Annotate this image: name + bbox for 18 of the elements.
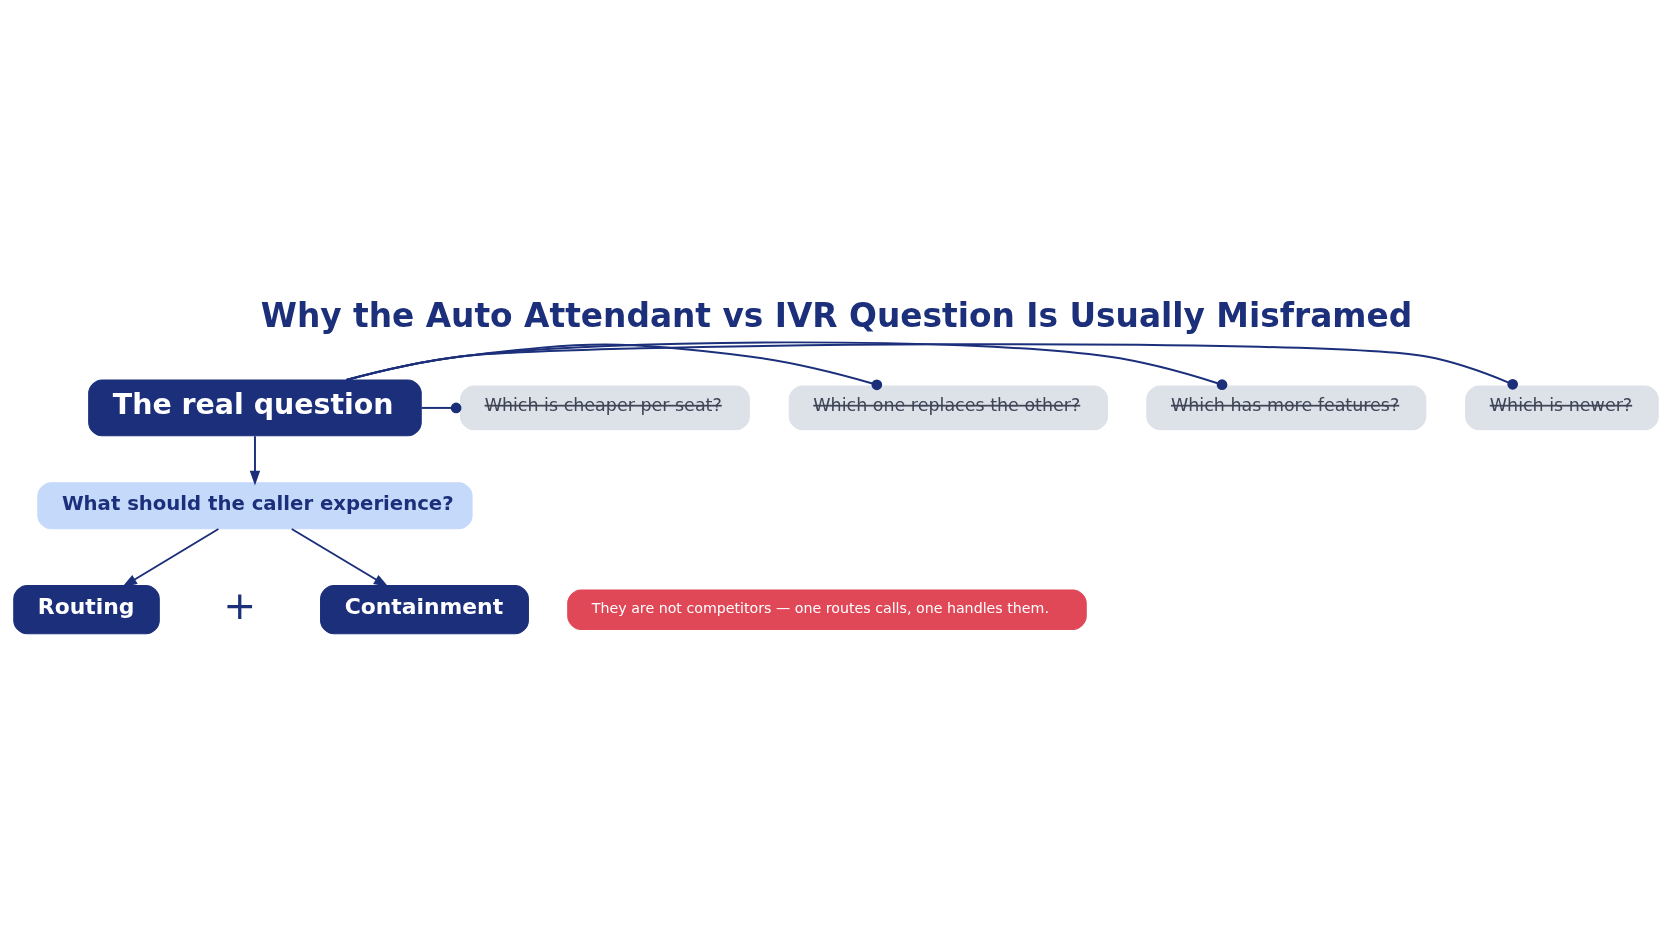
- node-box: Routing: [13, 585, 160, 635]
- connector: [345, 343, 1519, 390]
- diagram-title: Why the Auto Attendant vs IVR Question Is Usually Misframed: [260, 296, 1413, 335]
- label: +: [223, 582, 257, 629]
- node-box: The real question: [88, 379, 422, 437]
- node-box: Containment: [320, 585, 529, 635]
- connector: [345, 341, 1228, 391]
- arrow: [249, 435, 261, 486]
- connector: [420, 402, 462, 414]
- node-box: They are not competitors — one routes calls, one handles them.: [567, 589, 1087, 630]
- node-box: Which is cheaper per seat?: [460, 385, 750, 431]
- arrow: [122, 528, 220, 588]
- node-box: Which is newer?: [1465, 385, 1659, 431]
- node-box: Which has more features?: [1146, 385, 1427, 431]
- node-box: Which one replaces the other?: [788, 385, 1109, 431]
- connector: [345, 343, 883, 391]
- node-box: What should the caller experience?: [37, 482, 473, 530]
- arrow: [290, 528, 389, 588]
